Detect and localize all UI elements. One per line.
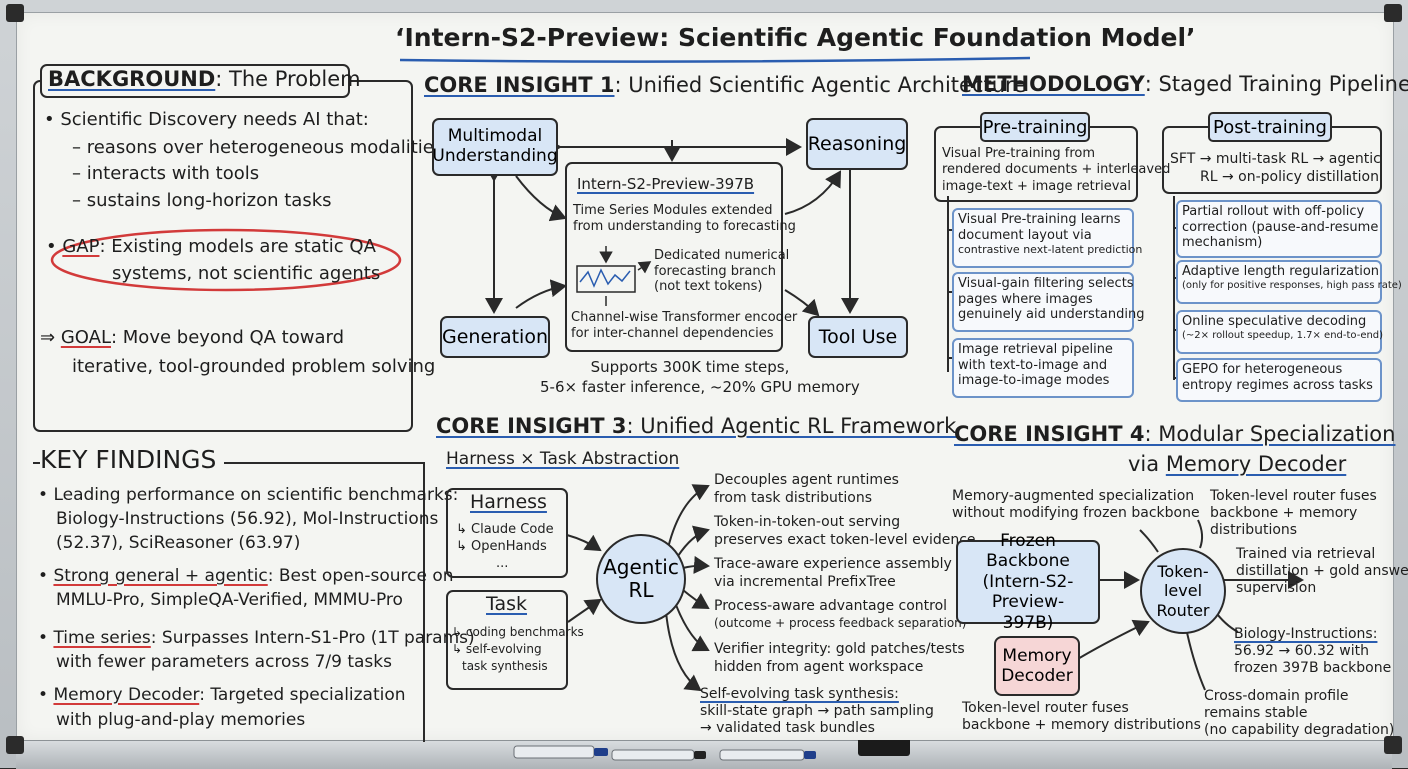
task-box [446, 590, 568, 690]
background-goal-line2: iterative, tool-grounded problem solving [72, 356, 436, 377]
reasoning-node: Reasoning [806, 118, 908, 170]
core4-heading: CORE INSIGHT 4: Modular Specialization [954, 422, 1396, 446]
background-sub-3: – sustains long-horizon tasks [72, 190, 332, 211]
harness-box [446, 488, 568, 578]
board-corner [1384, 4, 1402, 22]
pretraining-label: Pre-training [980, 112, 1090, 142]
background-goal: ⇒ GOAL: Move beyond QA toward [40, 327, 345, 348]
mmu-line2: Understanding [432, 146, 558, 166]
finding-2-line1: • Strong general + agentic: Best open-so… [38, 566, 454, 586]
core4-heading2: via Memory Decoder [1128, 452, 1347, 476]
background-sub-1: – reasons over heterogeneous modalities [72, 137, 444, 158]
harness-items: ↳ Claude Code↳ OpenHands... [456, 522, 554, 571]
model-box [565, 162, 783, 352]
core3-sub: Harness × Task Abstraction [446, 449, 680, 469]
mmu-node: Multimodal Understanding [432, 118, 558, 176]
task-title: Task [486, 593, 528, 615]
board-corner [6, 736, 24, 754]
pre-item-2 [952, 272, 1134, 332]
finding-1-line1: • Leading performance on scientific benc… [38, 485, 459, 505]
post-item-4 [1176, 358, 1382, 402]
post-item-2 [1176, 260, 1382, 304]
harness-title: Harness [470, 491, 547, 513]
outcome-4: Process-aware advantage control(outcome … [714, 598, 967, 630]
ts-line1: Time Series Modules extended [573, 203, 773, 218]
pre-item-3 [952, 338, 1134, 398]
post-item-2-text: Adaptive length regularization(only for … [1182, 264, 1402, 292]
board-corner [1384, 736, 1402, 754]
ts-line2: from understanding to forecasting [573, 219, 796, 234]
background-heading: BACKGROUND: The Problem [48, 67, 361, 91]
finding-3-line2: with fewer parameters across 7/9 tasks [56, 652, 392, 672]
supports-text: Supports 300K time steps,5-6× faster inf… [540, 358, 860, 397]
core1-heading: CORE INSIGHT 1: Unified Scientific Agent… [424, 73, 1027, 97]
pre-item-1 [952, 208, 1134, 268]
finding-1-line2: Biology-Instructions (56.92), Mol-Instru… [56, 509, 439, 529]
methodology-heading: METHODOLOGY: Staged Training Pipeline [962, 72, 1408, 96]
post-item-3-text: Online speculative decoding(~2× rollout … [1182, 314, 1384, 342]
background-need: • Scientific Discovery needs AI that: [44, 109, 369, 130]
generation-node: Generation [440, 316, 550, 358]
board-corner [6, 4, 24, 22]
finding-4-line1: • Memory Decoder: Targeted specializatio… [38, 685, 406, 705]
finding-1-line3: (52.37), SciReasoner (63.97) [56, 533, 301, 553]
background-gap-line2: systems, not scientific agents [112, 263, 381, 284]
key-findings-heading: KEY FINDINGS [40, 445, 225, 475]
mmu-line1: Multimodal [447, 126, 543, 147]
finding-4-line2: with plug-and-play memories [56, 710, 306, 730]
finding-3-line1: • Time series: Surpasses Intern-S1-Pro (… [38, 628, 475, 648]
post-item-3 [1176, 310, 1382, 354]
tool-use-node: Tool Use [808, 316, 908, 358]
background-gap: • GAP: Existing models are static QA [46, 236, 376, 257]
key-findings-frame [33, 462, 425, 742]
frozen-backbone-node: Frozen Backbone(Intern-S2-Preview-397B) [956, 531, 1100, 633]
board-title: ‘Intern-S2-Preview: Scientific Agentic F… [395, 23, 1196, 52]
background-sub-2: – interacts with tools [72, 163, 260, 184]
background-heading-box [40, 64, 350, 98]
posttraining-label: Post-training [1208, 112, 1332, 142]
finding-2-line2: MMLU-Pro, SimpleQA-Verified, MMMU-Pro [56, 590, 403, 610]
post-item-1 [1176, 200, 1382, 258]
outcome-6: Self-evolving task synthesis:skill-state… [700, 686, 934, 736]
model-name: Intern-S2-Preview-397B [577, 175, 755, 193]
markers [513, 740, 910, 761]
core3-heading: CORE INSIGHT 3: Unified Agentic RL Frame… [436, 414, 957, 438]
